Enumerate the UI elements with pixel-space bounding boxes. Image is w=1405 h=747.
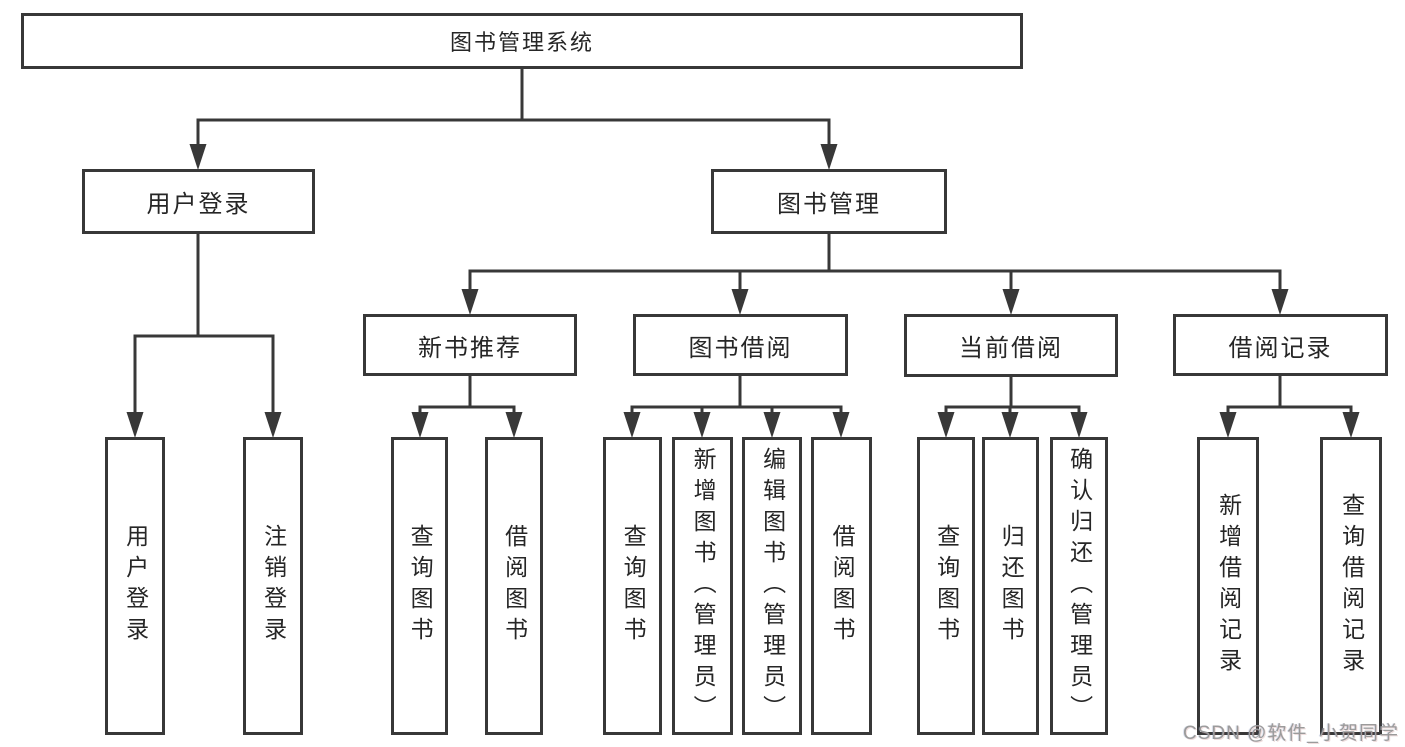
node-current-borrowing: 当前借阅 <box>904 314 1118 377</box>
leaf-add-borrow-record-label: 新增借阅记录 <box>1215 493 1242 679</box>
leaf-user-login: 用户登录 <box>105 437 165 735</box>
leaf-add-book-admin-label: 新增图书（管理员） <box>690 446 717 726</box>
arrowheads-current-borrowing-children <box>937 412 1088 438</box>
arrowheads-new-book-recommend-children <box>411 412 523 438</box>
node-new-book-recommend: 新书推荐 <box>363 314 577 376</box>
connector-root-to-level2 <box>196 68 831 148</box>
leaf-borrowing-query-books: 查询图书 <box>603 437 662 735</box>
leaf-add-borrow-record: 新增借阅记录 <box>1197 437 1259 735</box>
arrowheads-book-borrowing-children <box>623 412 850 438</box>
leaf-borrowing-borrow-books-label: 借阅图书 <box>829 524 856 648</box>
leaf-current-query-books-label: 查询图书 <box>933 524 960 648</box>
node-borrowing-records-label: 借阅记录 <box>1228 334 1333 362</box>
leaf-recommend-borrow-books: 借阅图书 <box>485 437 543 735</box>
leaf-logout: 注销登录 <box>243 437 303 735</box>
node-book-management-label: 图书管理 <box>777 191 881 218</box>
leaf-query-borrow-record: 查询借阅记录 <box>1320 437 1382 735</box>
node-book-management: 图书管理 <box>711 169 947 234</box>
leaf-add-book-admin: 新增图书（管理员） <box>672 437 733 735</box>
connector-current-borrowing-children <box>944 376 1081 416</box>
leaf-return-books: 归还图书 <box>982 437 1039 735</box>
connector-user-login-children <box>133 233 275 416</box>
connector-borrowing-records-children <box>1226 375 1353 416</box>
connector-book-borrowing-children <box>630 375 843 416</box>
leaf-edit-book-admin: 编辑图书（管理员） <box>742 437 802 735</box>
node-user-login-label: 用户登录 <box>146 191 251 218</box>
arrowheads-level3 <box>461 289 1289 315</box>
node-library-management-system-label: 图书管理系统 <box>449 30 594 55</box>
node-book-borrowing-label: 图书借阅 <box>688 334 793 362</box>
leaf-query-borrow-record-label: 查询借阅记录 <box>1338 493 1365 679</box>
leaf-logout-label: 注销登录 <box>260 524 287 648</box>
arrowheads-borrowing-records-children <box>1219 412 1360 438</box>
leaf-confirm-return-admin: 确认归还（管理员） <box>1050 437 1108 735</box>
leaf-borrowing-query-books-label: 查询图书 <box>620 524 647 648</box>
leaf-user-login-label: 用户登录 <box>122 524 149 648</box>
arrowheads-level2 <box>189 144 838 170</box>
leaf-confirm-return-admin-label: 确认归还（管理员） <box>1066 446 1093 726</box>
node-new-book-recommend-label: 新书推荐 <box>418 334 522 362</box>
leaf-current-query-books: 查询图书 <box>917 437 975 735</box>
node-user-login: 用户登录 <box>82 169 315 234</box>
node-library-management-system: 图书管理系统 <box>21 13 1023 69</box>
csdn-watermark: CSDN @软件_小贺同学 <box>1183 723 1399 744</box>
arrowheads-user-login-children <box>126 412 282 438</box>
leaf-borrowing-borrow-books: 借阅图书 <box>811 437 872 735</box>
leaf-recommend-borrow-books-label: 借阅图书 <box>501 524 528 648</box>
leaf-recommend-query-books-label: 查询图书 <box>407 524 434 648</box>
node-borrowing-records: 借阅记录 <box>1173 314 1388 376</box>
leaf-edit-book-admin-label: 编辑图书（管理员） <box>759 446 786 726</box>
connector-book-management-to-level3 <box>468 233 1282 293</box>
leaf-return-books-label: 归还图书 <box>998 524 1025 648</box>
node-book-borrowing: 图书借阅 <box>633 314 848 376</box>
leaf-recommend-query-books: 查询图书 <box>391 437 448 735</box>
node-current-borrowing-label: 当前借阅 <box>959 335 1063 362</box>
connector-new-book-recommend-children <box>418 375 516 416</box>
